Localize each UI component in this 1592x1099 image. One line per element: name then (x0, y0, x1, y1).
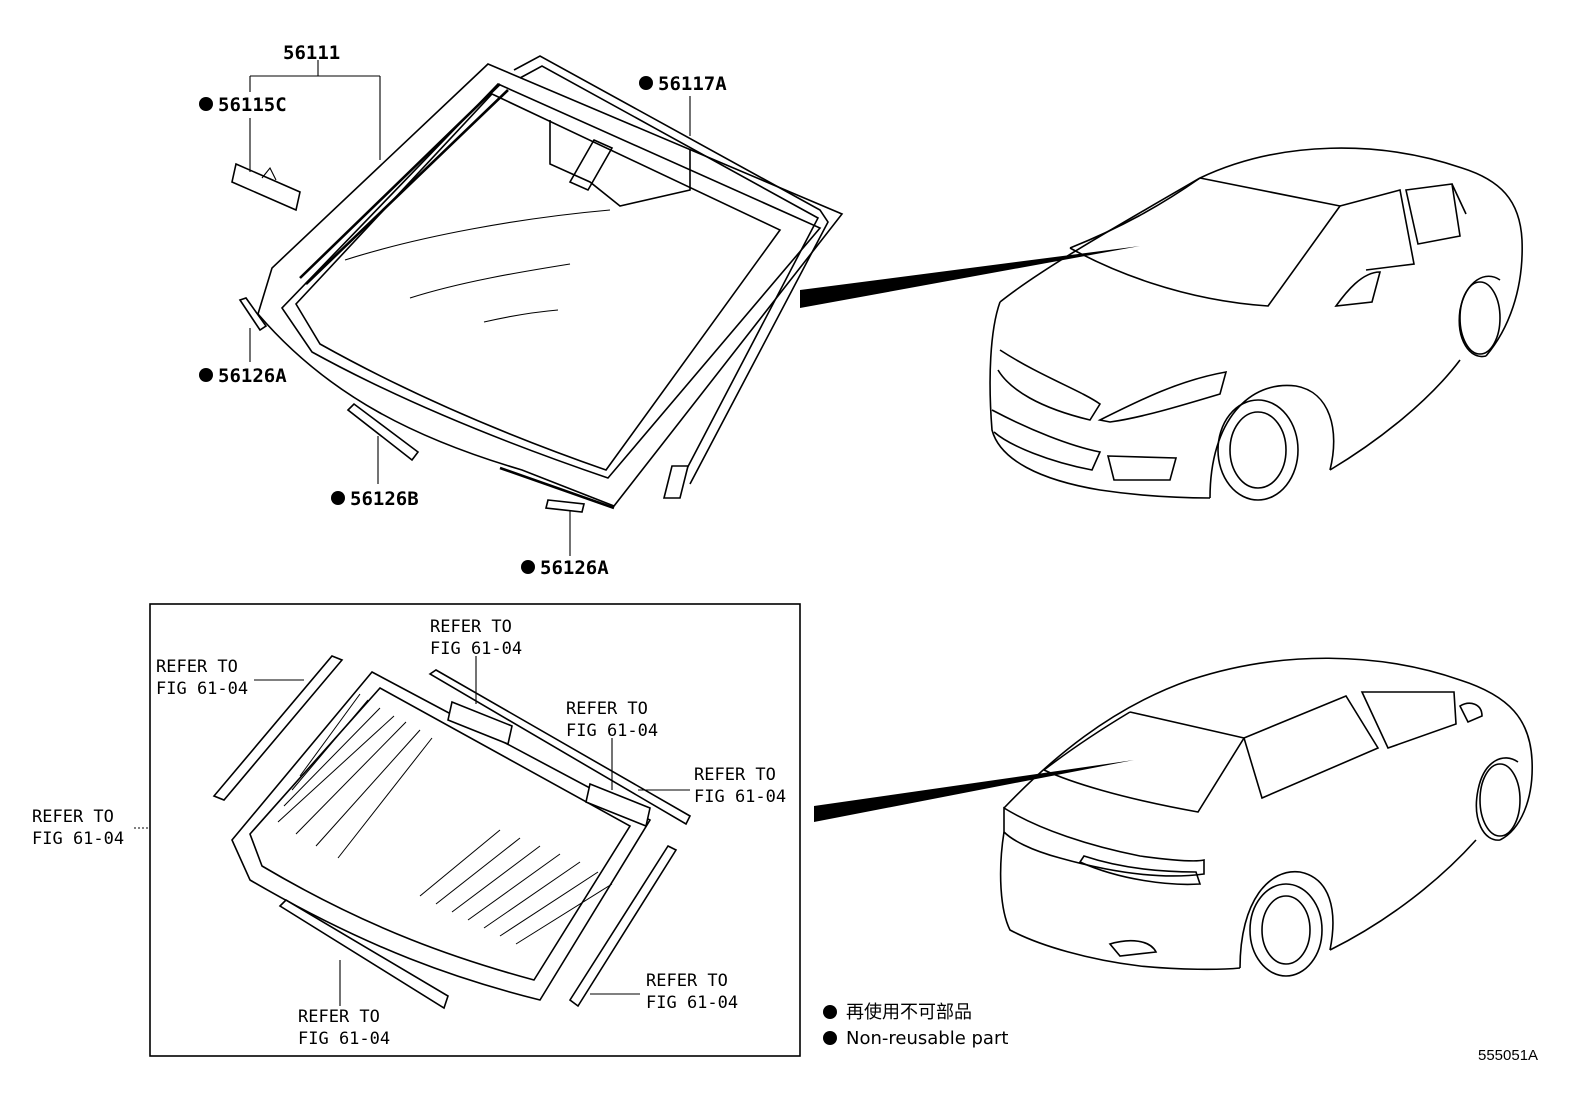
legend-english: Non-reusable part (846, 1028, 1008, 1049)
car-rear-illustration (999, 657, 1533, 977)
defroster-lines (277, 693, 613, 945)
refer-fig-text: FIG 61-04 (32, 829, 124, 849)
refer-fig-text: FIG 61-04 (646, 993, 738, 1013)
refer-label-left-top: REFER TO FIG 61-04 (156, 657, 248, 699)
legend: 再使用不可部品 Non-reusable part (823, 1002, 1008, 1049)
part-number-56126b: 56126B (350, 488, 419, 510)
refer-to-text: REFER TO (646, 971, 728, 991)
non-reusable-dot-icon (199, 368, 213, 382)
label-56126a-bottom: 56126A (521, 557, 609, 579)
leader-lines-top (249, 60, 691, 556)
clip-56115c (231, 162, 301, 212)
non-reusable-dot-icon (199, 97, 213, 111)
pointer-wedge-rear (814, 760, 1134, 822)
part-number-56126a-bottom: 56126A (540, 557, 609, 579)
refer-label-top-right: REFER TO FIG 61-04 (566, 699, 658, 741)
non-reusable-dot-icon (823, 1005, 837, 1019)
refer-label-bottom-right: REFER TO FIG 61-04 (646, 971, 738, 1013)
refer-label-outside-left: REFER TO FIG 61-04 (32, 807, 124, 849)
label-56117a: 56117A (639, 73, 727, 95)
part-number-56126a: 56126A (218, 365, 287, 387)
refer-to-text: REFER TO (298, 1007, 380, 1027)
legend-japanese: 再使用不可部品 (846, 1002, 972, 1023)
refer-fig-text: FIG 61-04 (566, 721, 658, 741)
label-56126b: 56126B (331, 488, 419, 510)
car-front-illustration (989, 147, 1523, 501)
refer-label-bottom-left: REFER TO FIG 61-04 (298, 1007, 390, 1049)
non-reusable-dot-icon (331, 491, 345, 505)
clip-56126b (346, 402, 420, 462)
label-56126a-left: 56126A (199, 365, 287, 387)
refer-to-text: REFER TO (694, 765, 776, 785)
refer-fig-text: FIG 61-04 (156, 679, 248, 699)
pointer-wedge-front (800, 246, 1140, 308)
clip-56126a-left (238, 297, 268, 332)
refer-to-text: REFER TO (430, 617, 512, 637)
refer-to-text: REFER TO (32, 807, 114, 827)
refer-to-text: REFER TO (156, 657, 238, 677)
clip-56126a-bottom (545, 499, 585, 513)
part-number-56117a: 56117A (658, 73, 727, 95)
non-reusable-dot-icon (823, 1031, 837, 1045)
refer-fig-text: FIG 61-04 (430, 639, 522, 659)
part-number-56115c: 56115C (218, 94, 287, 116)
part-number-56111: 56111 (283, 42, 340, 64)
figure-code: 555051A (1478, 1047, 1538, 1064)
refer-label-right: REFER TO FIG 61-04 (694, 765, 786, 807)
label-56111: 56111 (283, 42, 340, 64)
back-window-box (149, 603, 801, 1057)
refer-fig-text: FIG 61-04 (298, 1029, 390, 1049)
non-reusable-dot-icon (639, 76, 653, 90)
refer-to-text: REFER TO (566, 699, 648, 719)
windshield-assembly (257, 55, 844, 510)
non-reusable-dot-icon (521, 560, 535, 574)
refer-label-top-center: REFER TO FIG 61-04 (430, 617, 522, 659)
leader-lines-bottom (134, 656, 690, 1006)
back-window-assembly (212, 655, 692, 1010)
label-56115c: 56115C (199, 94, 287, 116)
refer-fig-text: FIG 61-04 (694, 787, 786, 807)
